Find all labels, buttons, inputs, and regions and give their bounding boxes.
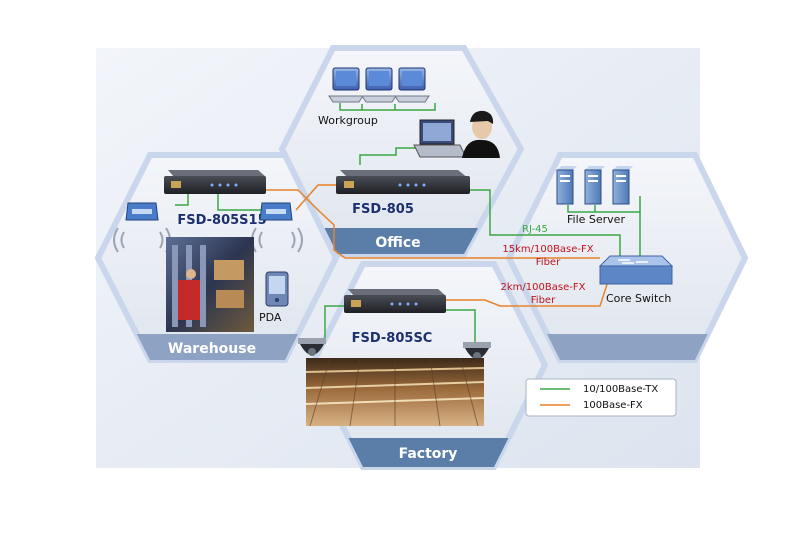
user-person-icon (462, 110, 500, 158)
fiber-15km-sublabel: Fiber (536, 257, 561, 268)
fiber-office-link (295, 184, 336, 211)
fiber-15km (262, 189, 600, 259)
warehouse-ap-cable (217, 192, 262, 211)
user-laptop-icon (413, 119, 467, 158)
desktop-computer-icon (394, 67, 430, 103)
rj45-label: RJ-45 (522, 224, 548, 235)
fsd-805sc-converter (344, 289, 446, 313)
server-tower-icon (612, 166, 633, 205)
workgroup-computers (328, 67, 430, 103)
factory-photo (305, 357, 485, 427)
legend: 10/100Base-TX 100Base-FX (525, 378, 677, 417)
factory-camera-cable (445, 309, 476, 345)
fsd-805-label: FSD-805 (352, 202, 414, 217)
factory-title: Factory (399, 446, 458, 462)
server-cable (567, 196, 641, 213)
server-tower-icon (556, 166, 577, 205)
server-tower-icon (584, 166, 605, 205)
fsd-805-converter (336, 170, 470, 194)
desktop-computer-icon (361, 67, 397, 103)
fiber-2km-label: 2km/100Base-FX (501, 282, 586, 293)
workgroup-cable (339, 103, 436, 111)
warehouse-photo (166, 237, 254, 332)
workgroup-label: Workgroup (318, 114, 378, 127)
warehouse-title: Warehouse (168, 341, 256, 357)
fiber-15km-label: 15km/100Base-FX (502, 244, 593, 255)
desktop-computer-icon (328, 67, 364, 103)
warehouse-ap-cable (175, 192, 189, 206)
legend-label-tx: 10/100Base-TX (583, 384, 658, 395)
fiber-port-icon (171, 181, 181, 188)
legend-label-fx: 100Base-FX (583, 400, 643, 411)
office-title: Office (375, 235, 420, 251)
fsd-805s15-converter (164, 170, 266, 194)
rj45-cable (470, 189, 621, 258)
file-server-group (556, 166, 633, 205)
dome-camera-icon (298, 338, 326, 356)
fsd-805s15-label: FSD-805S15 (177, 213, 266, 228)
fiber-2km-sublabel: Fiber (531, 295, 556, 306)
file-server-label: File Server (567, 213, 625, 226)
fiber-2km (445, 274, 611, 307)
factory-camera-cable (324, 305, 350, 340)
core-switch-icon (598, 255, 674, 285)
office-user-cable (359, 147, 430, 165)
fiber-port-icon (344, 181, 354, 188)
access-point-icon (251, 202, 303, 253)
fsd-805sc-label: FSD-805SC (352, 331, 433, 346)
pda-label: PDA (259, 311, 282, 324)
fiber-port-icon (351, 300, 361, 307)
cable-lines (175, 103, 641, 345)
forklift-icon (178, 280, 200, 320)
core-switch-label: Core Switch (606, 292, 671, 305)
pda-icon (265, 271, 289, 307)
